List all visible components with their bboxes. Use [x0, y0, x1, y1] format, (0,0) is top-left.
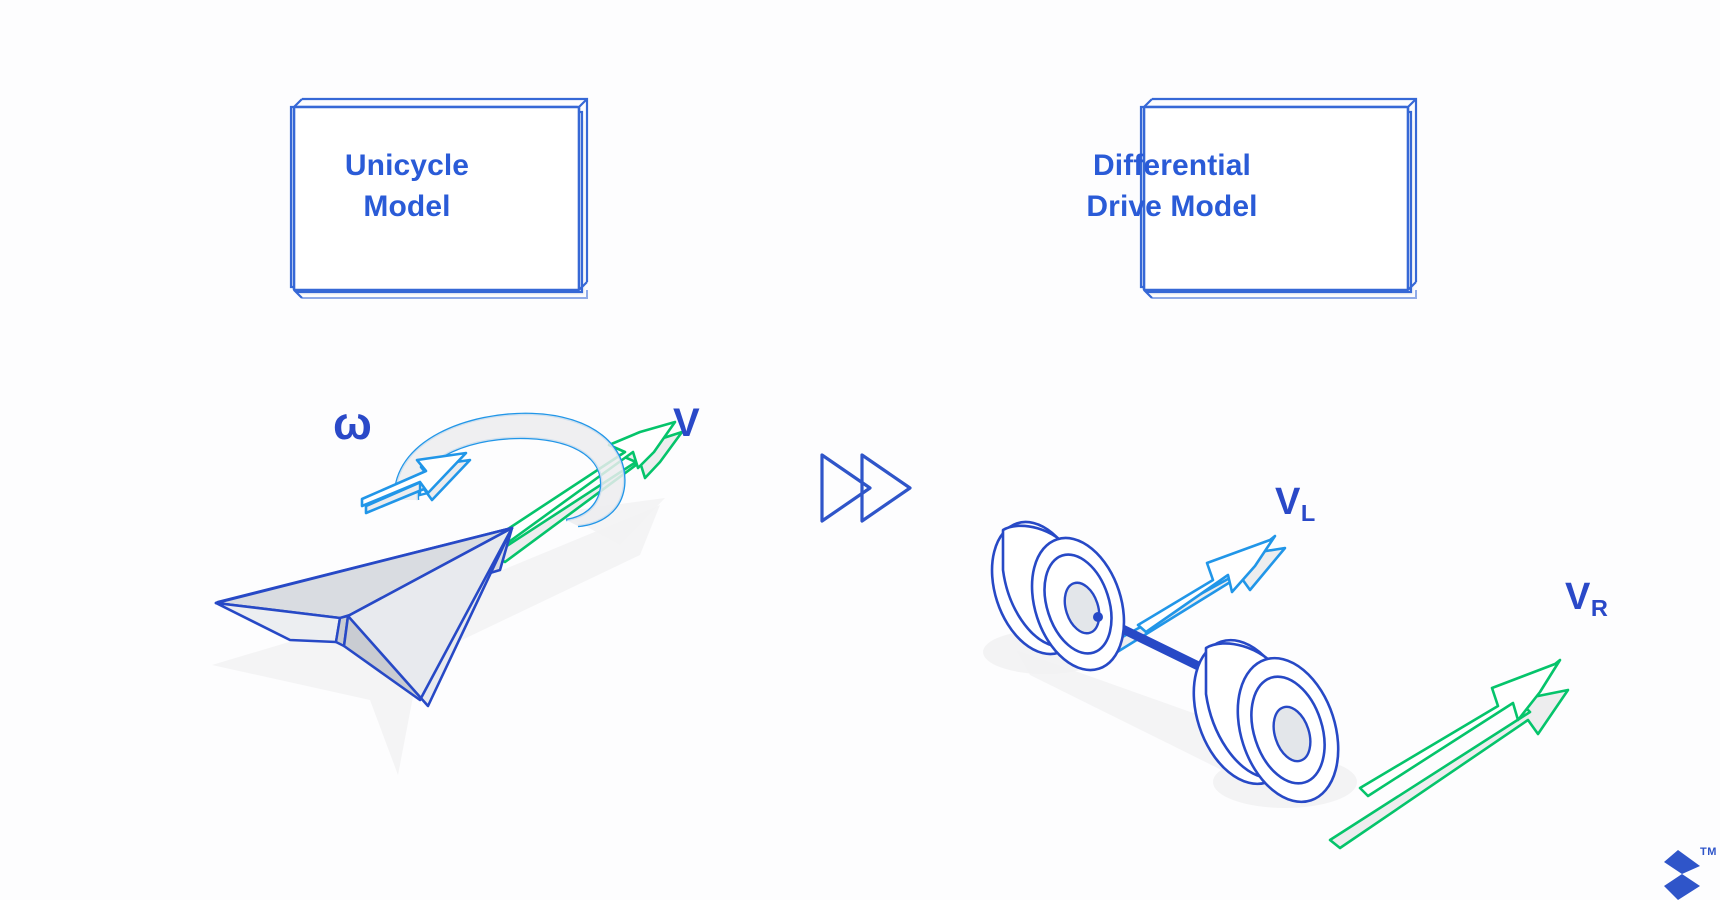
left-wheel-velocity-vector	[1104, 534, 1287, 656]
unicycle-body	[214, 526, 514, 708]
trademark-label: TM	[1700, 846, 1717, 858]
vr-arrow-upper-face	[1358, 658, 1562, 798]
unicycle-model-card[interactable]	[289, 97, 589, 299]
vl-arrow-upper-face	[1136, 534, 1277, 634]
left-wheel-hub	[1063, 581, 1101, 635]
card-corner-fold-br	[578, 281, 588, 291]
vr-arrow-lower-face	[1328, 688, 1570, 850]
toptal-logo[interactable]	[1664, 850, 1700, 900]
card-corner-fold-tl	[1143, 98, 1153, 108]
triangle-right-icon	[860, 453, 912, 523]
plane-nose-crease	[418, 527, 514, 701]
axle-left-joint	[1093, 612, 1103, 622]
v-arrow-upper-face	[480, 420, 677, 554]
arrow-ground-shadow	[560, 498, 665, 545]
card-bottom-edge	[1152, 290, 1417, 299]
card-corner-fold-bl	[1143, 289, 1153, 299]
card-corner-fold-tr	[1407, 98, 1417, 108]
right-wheel-hub	[1272, 705, 1312, 763]
left-wheel	[990, 520, 1126, 672]
fast-forward-icon[interactable]	[820, 453, 912, 523]
card-corner-fold-br	[1407, 281, 1417, 291]
angular-velocity-vector	[360, 412, 626, 528]
omega-loop-band	[394, 413, 625, 526]
differential-drive-model-card[interactable]	[1139, 97, 1418, 299]
card-corner-fold-tl	[293, 98, 303, 108]
unicycle-diagram	[212, 412, 684, 775]
card-corner-fold-tr	[578, 98, 588, 108]
card-bottom-edge	[302, 290, 588, 299]
omega-band-tail	[418, 482, 429, 497]
right-wheel-velocity-vector	[1328, 658, 1570, 850]
card-front-page	[1142, 105, 1410, 292]
triangle-left-icon	[820, 453, 872, 523]
right-wheel	[1192, 638, 1340, 804]
card-back-outline	[302, 97, 589, 282]
v-arrow-lower-face	[491, 430, 684, 564]
card-front-page	[292, 105, 581, 292]
card-back-outline	[1152, 97, 1418, 282]
card-corner-fold-bl	[293, 289, 303, 299]
linear-velocity-vector	[480, 420, 684, 564]
omega-arrowhead-upper	[360, 451, 468, 508]
toptal-logo-mark	[1664, 850, 1700, 900]
differential-drive-diagram	[983, 520, 1570, 850]
plane-right-facet	[346, 526, 514, 708]
